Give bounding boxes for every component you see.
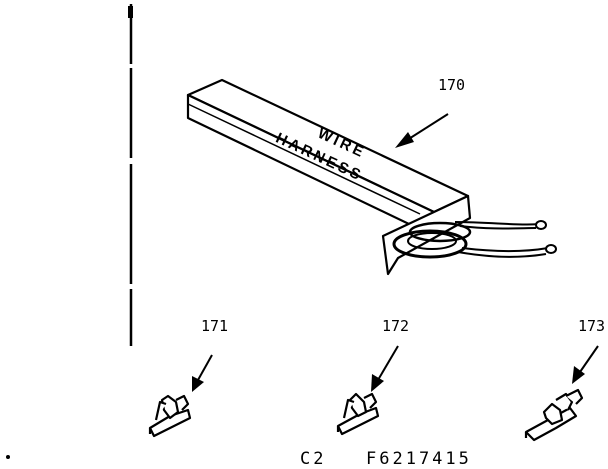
leader-arrow-171	[192, 354, 213, 392]
box-end-flap	[381, 194, 472, 276]
callout-170: 170	[438, 76, 465, 94]
wire-harness-box	[186, 78, 472, 276]
leader-arrow-173	[572, 345, 599, 384]
leader-arrow-172	[371, 345, 399, 392]
footer-left-code: C2	[300, 449, 326, 469]
terminal-connector-171	[148, 394, 192, 438]
margin-tick	[128, 6, 133, 18]
callout-172: 172	[382, 317, 409, 335]
stray-mark	[6, 455, 10, 459]
harness-wires	[392, 221, 549, 259]
leader-arrow-170	[395, 113, 449, 148]
callout-171: 171	[201, 317, 228, 335]
footer-part-code: F6217415	[366, 449, 472, 469]
terminal-connector-172	[336, 392, 380, 436]
harness-terminals	[535, 220, 557, 254]
terminal-connector-173	[524, 388, 584, 442]
callout-173: 173	[578, 317, 605, 335]
